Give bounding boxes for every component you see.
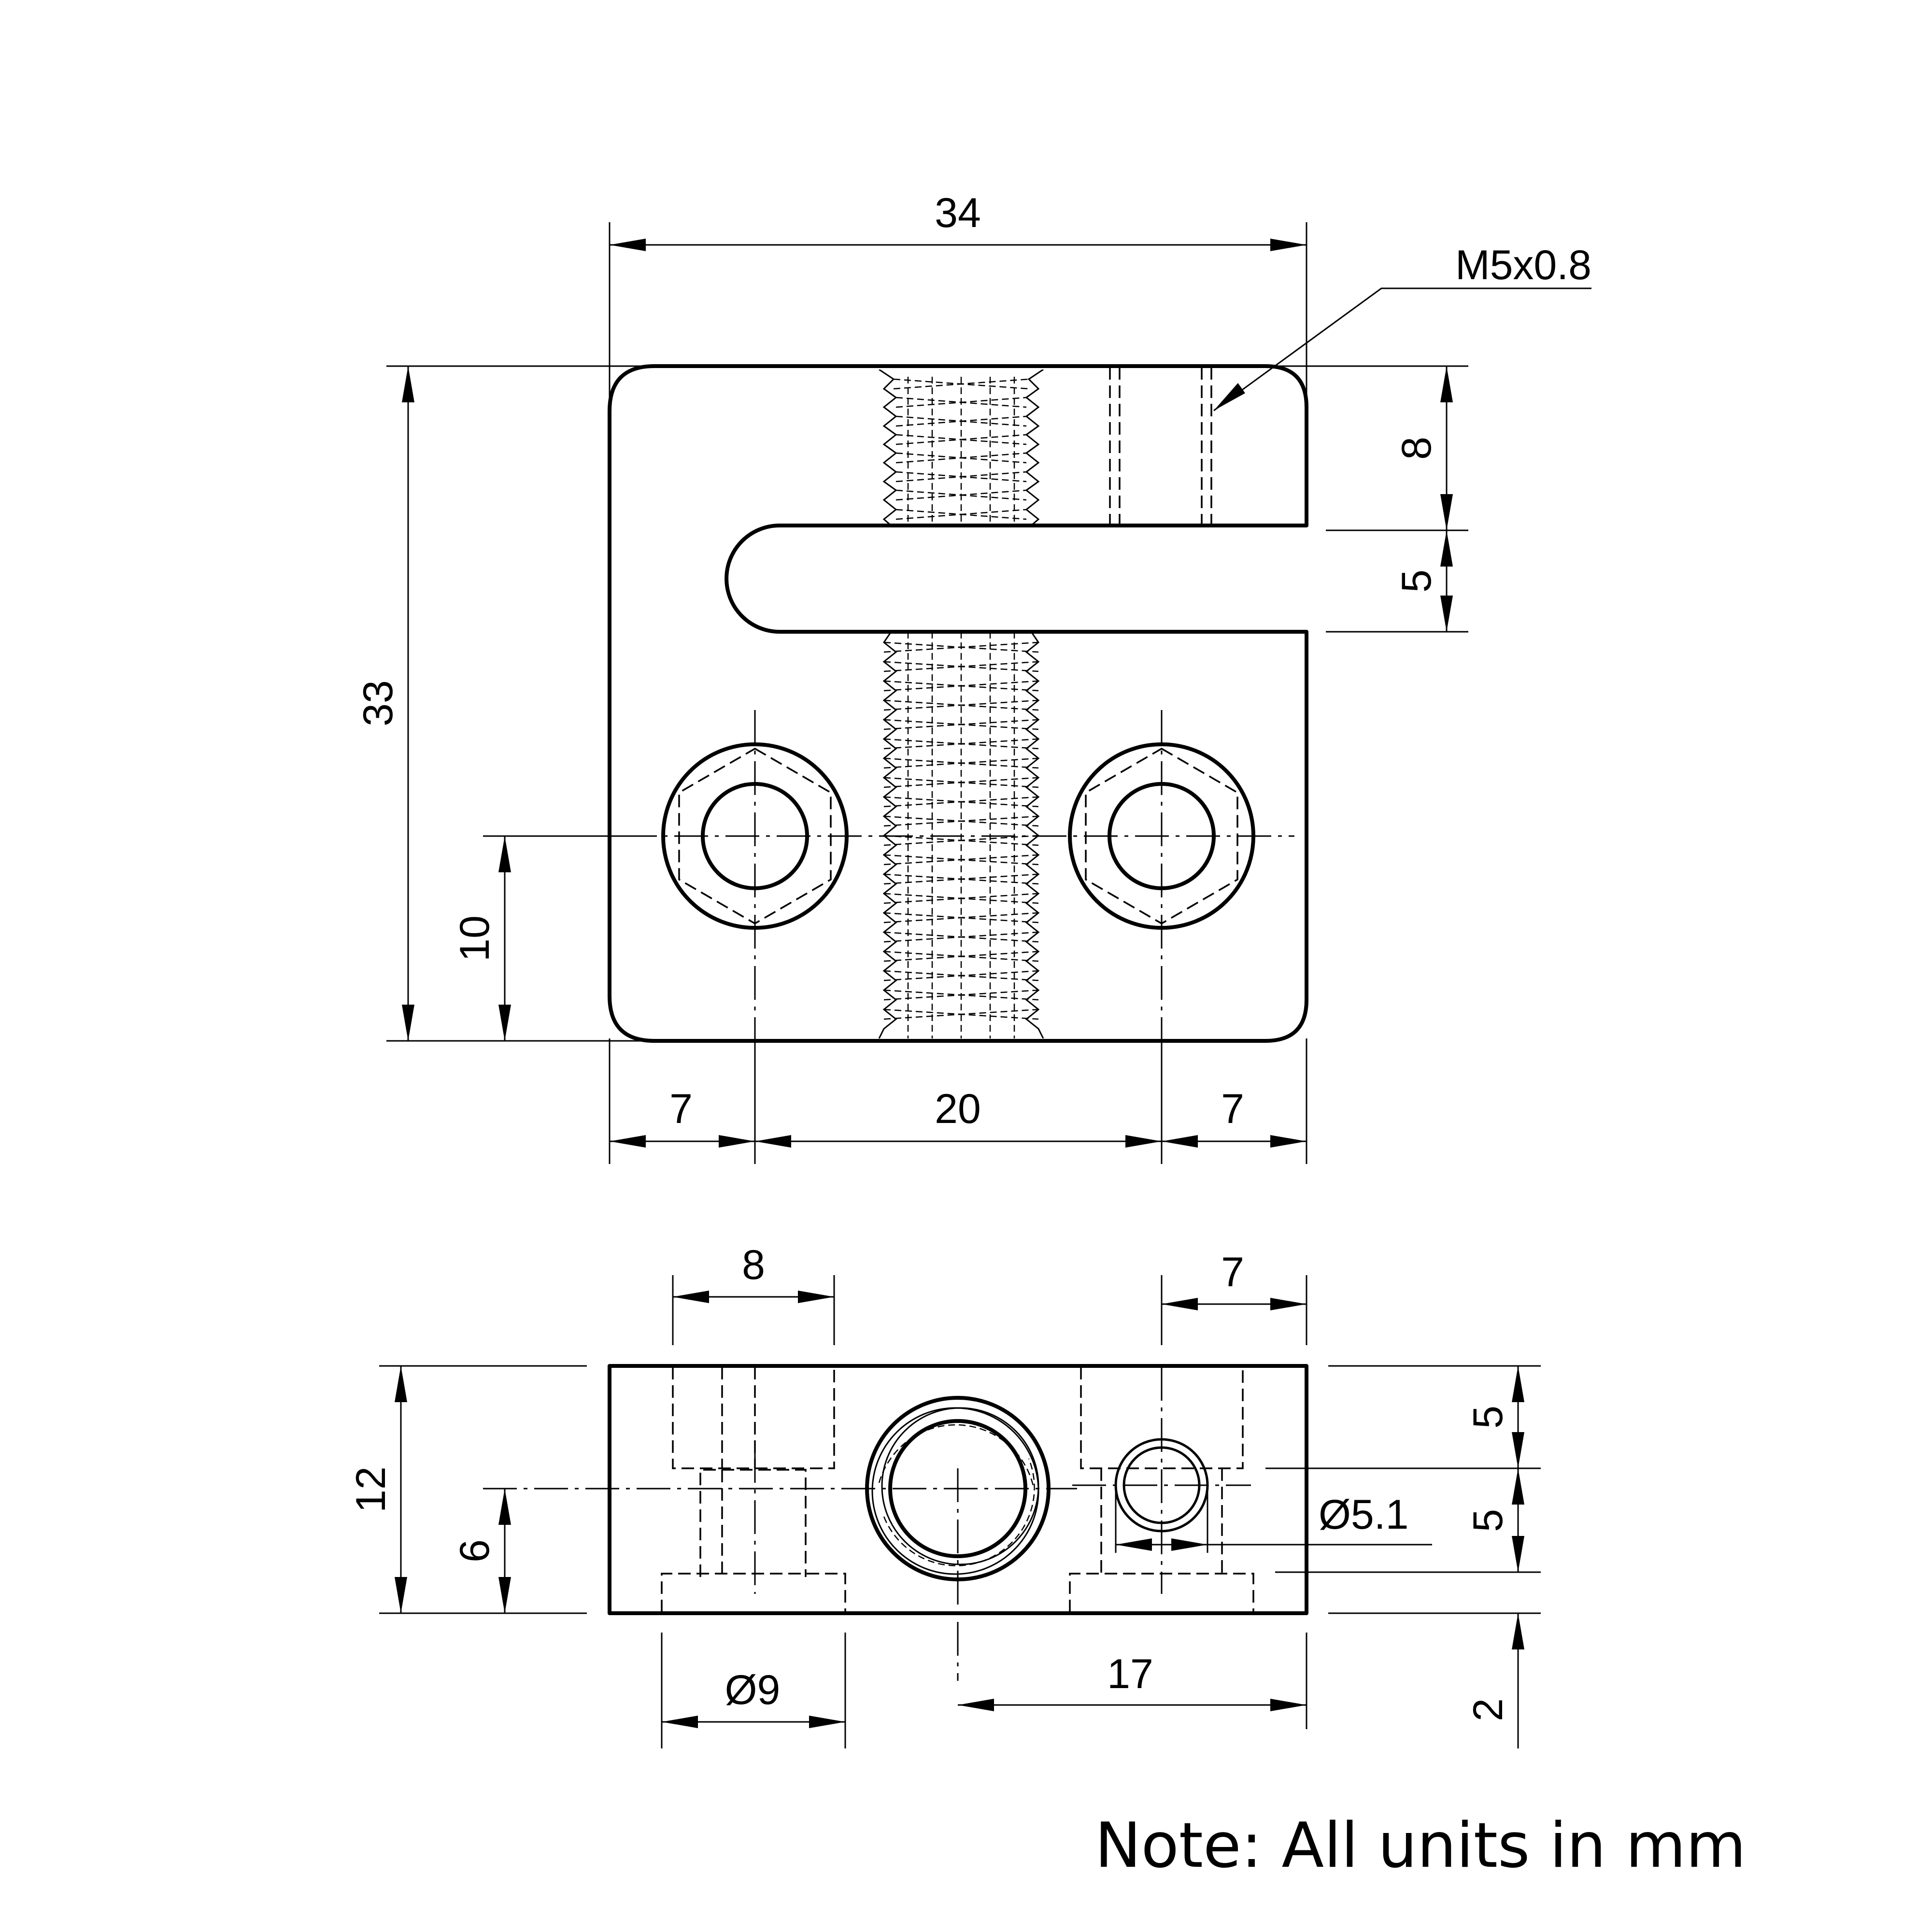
dim-center-to-edge: 17 [958,1633,1307,1729]
dim-top-section: 8 [1265,365,1468,633]
dim-right-hole-offset-label: 7 [1221,1249,1244,1295]
dim-left-edge-label: 7 [669,1086,693,1132]
threaded-bore-lower [878,631,1044,1038]
dim-center-to-edge-label: 17 [1107,1651,1153,1697]
dim-small-hole-diameter-label: Ø5.1 [1319,1492,1408,1538]
dim-slot-width-label: 5 [1393,569,1440,593]
dim-bottom-counterbore: Ø9 [661,1633,846,1748]
dim-center-height: 6 [452,1489,511,1613]
dim-side-height: 12 [348,1365,587,1614]
dim-hole-height-label: 10 [452,915,498,962]
dim-overall-height: 33 [355,365,647,1042]
dim-bottom-step-label: 2 [1465,1698,1511,1721]
side-left-counterbore [661,1367,846,1612]
dim-overall-width-label: 34 [935,190,981,236]
dim-slot-width: 5 [1393,530,1453,632]
top-view: 34 M5x0.8 33 10 [355,190,1591,1164]
dim-overall-height-label: 33 [355,680,401,726]
dim-right-edge-label: 7 [1221,1086,1244,1132]
dim-top-section-label: 8 [1393,437,1440,460]
dim-right-hole-offset: 7 [1161,1249,1307,1345]
dim-hole-spacing-label: 20 [935,1086,981,1132]
top-view-body-outline [608,364,1308,1043]
top-hidden-thread-hole [1109,367,1212,525]
side-view: 8 7 12 6 [348,1242,1541,1748]
dim-middle-step-label: 5 [1465,1509,1511,1532]
dim-counterbore-width: 8 [672,1242,835,1345]
dim-small-hole-diameter: Ø5.1 [1115,1485,1432,1553]
dim-counterbore-width-label: 8 [742,1242,765,1288]
top-view-centerlines [623,710,1294,1024]
dim-side-height-label: 12 [348,1466,394,1513]
dim-upper-step-label: 5 [1465,1406,1511,1429]
units-note: Note: All units in mm [1095,1810,1746,1882]
side-view-centerlines [483,1367,1251,1681]
dim-hole-height: 10 [452,835,628,1042]
thread-callout: M5x0.8 [1213,242,1591,412]
dim-overall-width: 34 [609,190,1307,406]
dim-bottom-chain: 7 20 7 [609,1024,1307,1164]
thread-callout-label: M5x0.8 [1455,242,1591,288]
dim-bottom-counterbore-label: Ø9 [725,1667,781,1713]
dim-right-steps: 5 5 2 [1265,1365,1541,1748]
threaded-bore-upper [879,369,1044,525]
dim-center-height-label: 6 [452,1539,498,1563]
